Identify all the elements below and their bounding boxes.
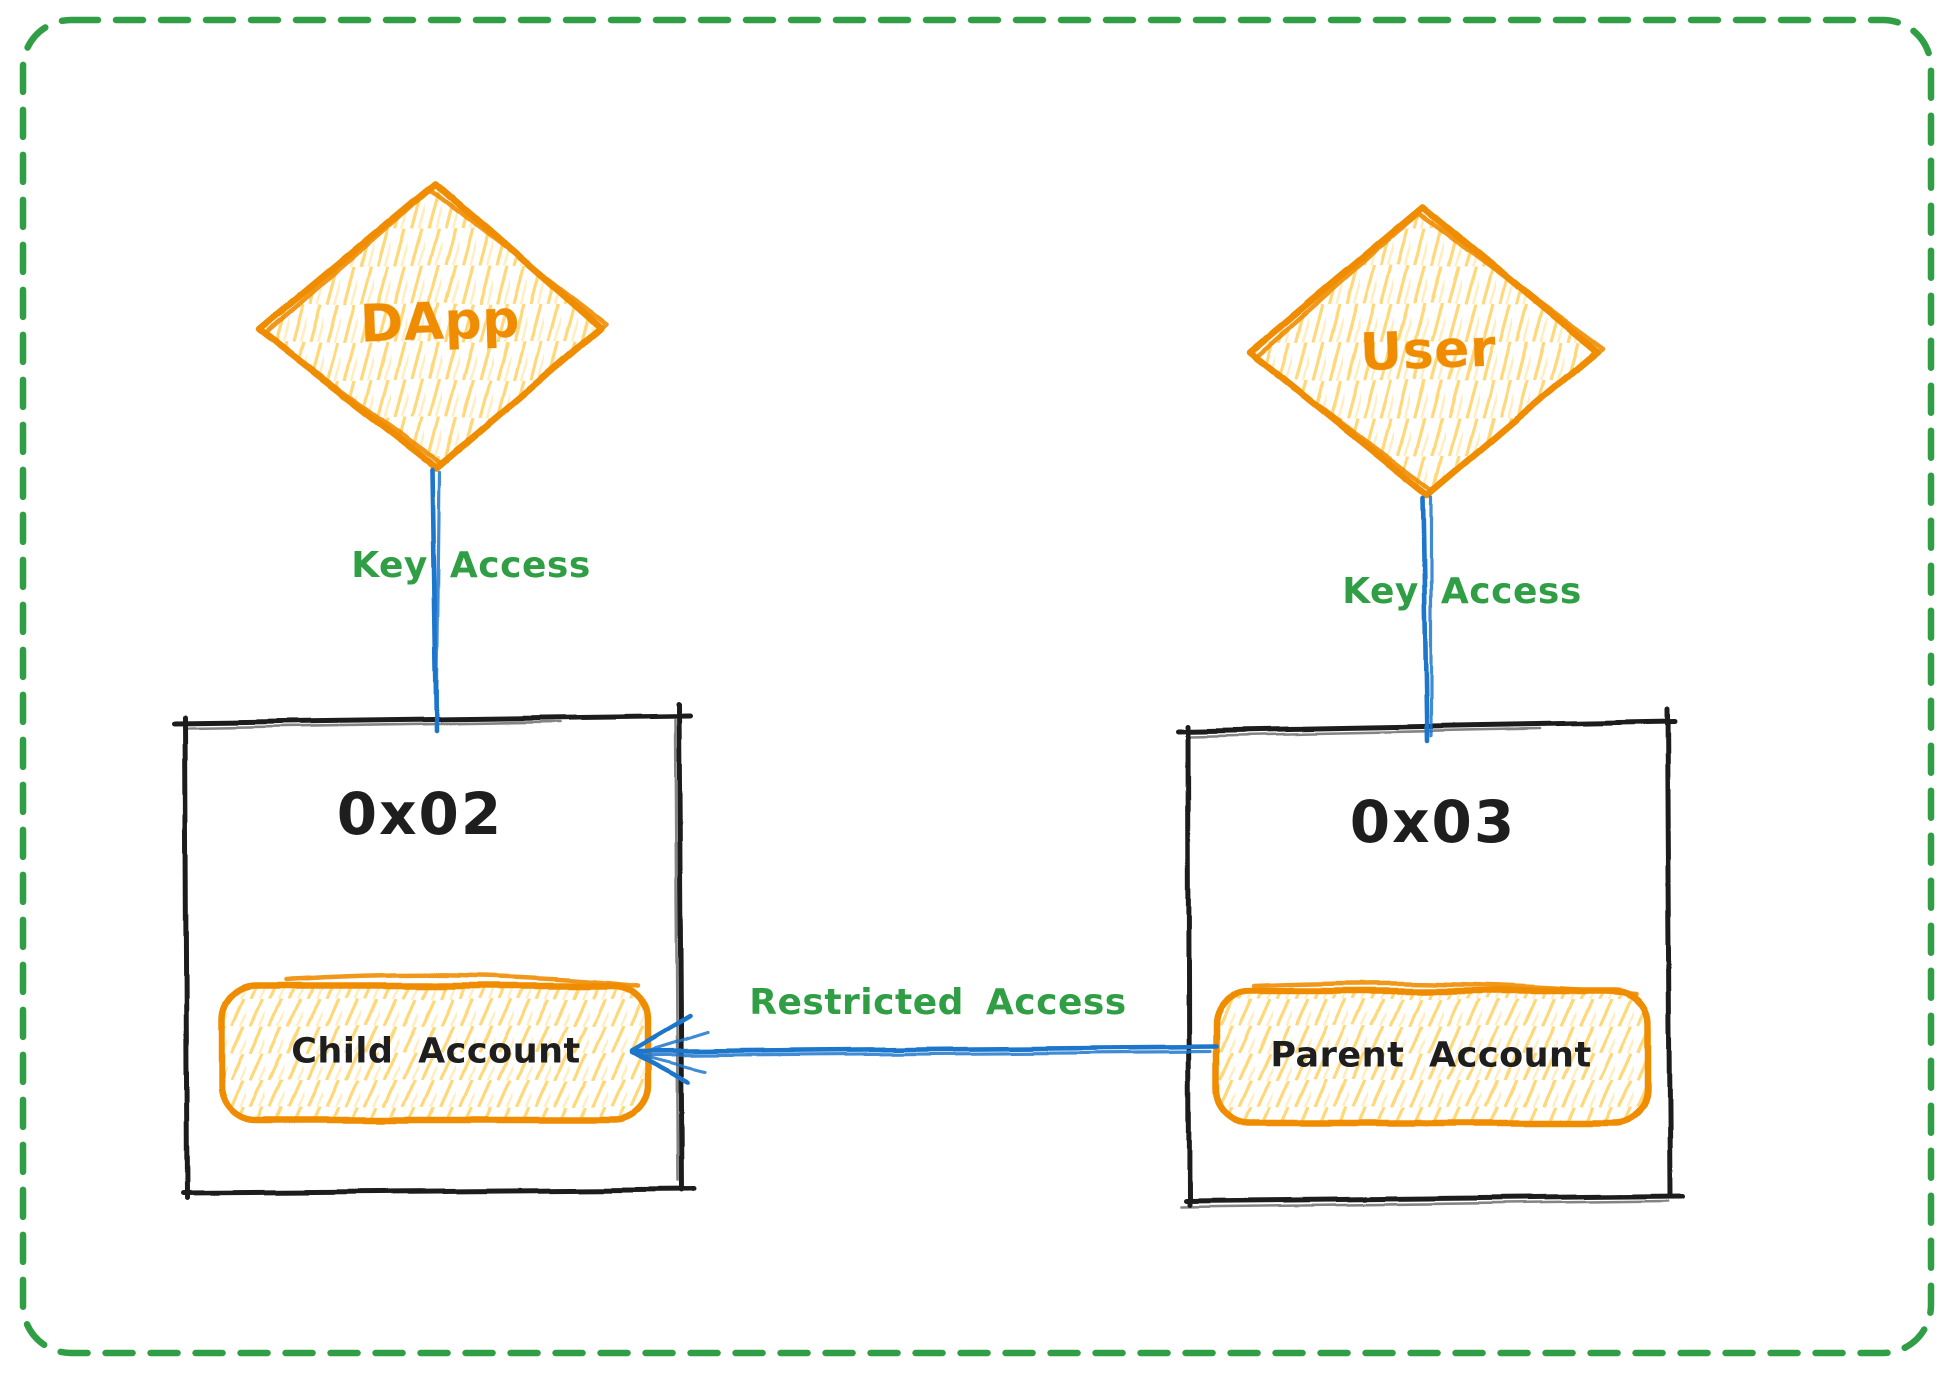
restricted-access-label: Restricted Access xyxy=(749,982,1127,1023)
user-diamond xyxy=(1246,203,1606,499)
restricted-access-arrow xyxy=(629,1014,1219,1086)
arrowhead-icon xyxy=(629,1014,710,1086)
user-node-label: User xyxy=(1358,318,1498,384)
dapp-diamond xyxy=(255,179,609,472)
account-box-0x03 xyxy=(1175,707,1686,1209)
parent-account-pill xyxy=(1212,981,1652,1127)
user-key-access-label: Key Access xyxy=(1342,571,1582,612)
account-box-0x02 xyxy=(171,701,697,1201)
child-account-pill xyxy=(218,972,652,1124)
parent-account-label: Parent Account xyxy=(1270,1035,1592,1076)
outer-dashed-border xyxy=(19,16,1935,1357)
right-box-address-label: 0x03 xyxy=(1349,788,1517,856)
user-key-connector xyxy=(1420,495,1433,744)
dapp-key-access-label: Key Access xyxy=(351,545,591,586)
dapp-node-label: DApp xyxy=(359,289,521,355)
dapp-key-connector xyxy=(430,467,442,734)
left-box-address-label: 0x02 xyxy=(336,780,504,848)
child-account-label: Child Account xyxy=(291,1031,581,1072)
